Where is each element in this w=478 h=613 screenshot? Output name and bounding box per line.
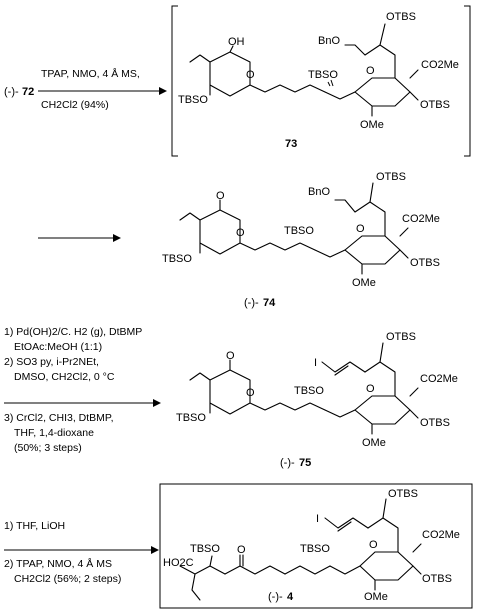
bracket-left (171, 5, 178, 157)
svg-text:I: I (316, 513, 319, 525)
svg-text:TBSO: TBSO (176, 412, 206, 424)
svg-text:BnO: BnO (318, 35, 340, 47)
step3-condition-line1: 1) Pd(OH)2/C. H2 (g), DtBMP (4, 326, 142, 338)
svg-text:OH: OH (228, 36, 245, 48)
step4-condition-line2: 2) TPAP, NMO, 4 Å MS (4, 557, 112, 570)
svg-text:O: O (366, 65, 375, 77)
start-number: 72 (22, 86, 34, 98)
svg-text:O: O (356, 223, 365, 235)
svg-text:OTBS: OTBS (422, 573, 452, 585)
compound-74: O O TBSO TBSO O OMe OTBS CO2Me OTBS BnO … (162, 171, 440, 309)
step3-condition-line4: DMSO, CH2Cl2, 0 °C (14, 371, 115, 383)
svg-text:OTBS: OTBS (420, 417, 450, 429)
svg-text:TBSO: TBSO (178, 94, 208, 106)
step3-condition-line3: 2) SO3 py, i-Pr2NEt, (4, 356, 99, 368)
compound-75: O O TBSO TBSO O OMe OTBS CO2Me OTBS I (-… (176, 331, 458, 469)
svg-text:OTBS: OTBS (420, 99, 450, 111)
bracket-right (464, 5, 471, 157)
svg-text:O: O (366, 383, 375, 395)
svg-text:O: O (246, 387, 255, 399)
svg-text:TBSO: TBSO (294, 385, 324, 397)
svg-text:OTBS: OTBS (388, 488, 418, 500)
svg-text:I: I (314, 357, 317, 369)
compound-4: HO2C TBSO O TBSO O OMe OTBS CO2Me OTBS I… (159, 483, 473, 609)
svg-text:CO2Me: CO2Me (402, 213, 440, 225)
svg-text:O: O (237, 544, 246, 556)
svg-text:CO2Me: CO2Me (422, 529, 460, 541)
step1-condition-line2: CH2Cl2 (94%) (41, 99, 109, 111)
svg-text:OMe: OMe (364, 591, 388, 603)
compound-73-number: 73 (285, 138, 297, 150)
svg-text:BnO: BnO (308, 186, 330, 198)
svg-text:CO2Me: CO2Me (420, 373, 458, 385)
svg-text:TBSO: TBSO (300, 543, 330, 555)
step4-condition-line1: 1) THF, LiOH (4, 520, 65, 532)
svg-text:(-)-: (-)- (280, 457, 295, 469)
compound-73: OH O TBSO TBSO O OMe OTBS CO2Me OTBS BnO… (171, 5, 471, 157)
svg-text:OTBS: OTBS (386, 331, 416, 343)
step1-condition-line1: TPAP, NMO, 4 Å MS, (41, 67, 140, 80)
svg-text:OTBS: OTBS (386, 11, 416, 23)
product-box (159, 483, 473, 609)
svg-text:HO2C: HO2C (163, 557, 194, 569)
compound-4-number: 4 (287, 591, 294, 603)
svg-text:(-)-: (-)- (268, 591, 283, 603)
starting-material-label: (-)- 72 (4, 86, 34, 98)
svg-text:O: O (236, 227, 245, 239)
svg-text:TBSO: TBSO (284, 225, 314, 237)
svg-text:O: O (369, 539, 378, 551)
svg-text:OMe: OMe (352, 277, 376, 289)
svg-text:OTBS: OTBS (410, 257, 440, 269)
step3-condition-line7: (50%; 3 steps) (14, 442, 82, 454)
compound-75-number: 75 (299, 457, 311, 469)
svg-text:CO2Me: CO2Me (421, 59, 459, 71)
svg-text:O: O (246, 69, 255, 81)
svg-text:O: O (216, 190, 225, 202)
step3-condition-line5: 3) CrCl2, CHI3, DtBMP, (4, 412, 114, 424)
svg-text:O: O (226, 350, 235, 362)
step3-condition-line6: THF, 1,4-dioxane (14, 427, 94, 439)
step4-condition-line3: CH2Cl2 (56%; 2 steps) (14, 573, 121, 585)
svg-text:TBSO: TBSO (162, 253, 192, 265)
compound-74-number: 74 (263, 297, 276, 309)
svg-text:OTBS: OTBS (376, 171, 406, 183)
svg-text:OMe: OMe (362, 437, 386, 449)
svg-text:(-)-: (-)- (244, 297, 259, 309)
start-prefix: (-)- (4, 86, 19, 98)
svg-text:TBSO: TBSO (308, 69, 338, 81)
step3-condition-line2: EtOAc:MeOH (1:1) (14, 341, 102, 353)
svg-text:OMe: OMe (360, 119, 384, 131)
svg-text:TBSO: TBSO (190, 543, 220, 555)
